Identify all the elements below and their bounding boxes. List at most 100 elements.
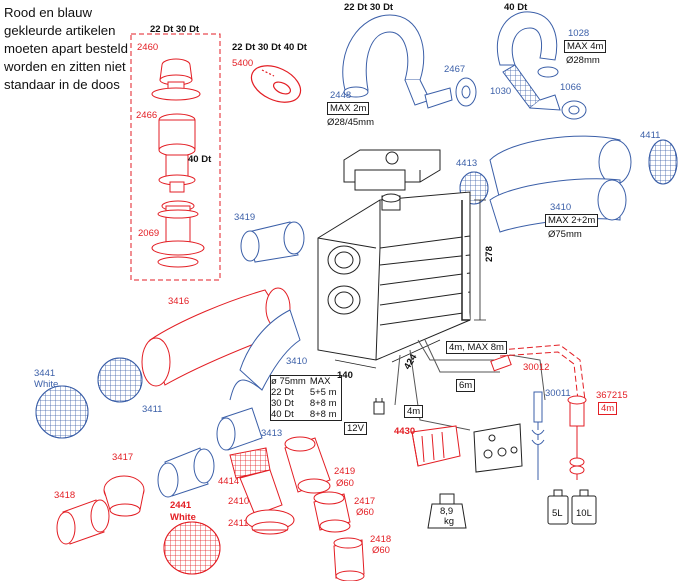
label-4411: 4411 [640,130,661,141]
silencer-2467 [424,77,477,109]
fuel-standpipe-367215 [567,395,587,480]
elbow-assembly-2410 [229,447,295,535]
spec-header-left: ø 75mm [271,376,306,387]
spec-dt: 22 Dt [271,387,294,398]
heater-unit [317,149,471,361]
label-3419: 3419 [234,212,256,223]
spec-len: 8+8 m [309,409,337,420]
label-3418: 3418 [54,490,76,501]
label-30012: 30012 [523,362,550,373]
label-2466: 2466 [136,110,158,121]
label-2467: 2467 [444,64,466,75]
order-note: Rood en blauw gekleurde artikelen moeten… [4,5,128,92]
power-plug-12v [373,398,385,415]
spec-dt: 30 Dt [271,398,294,409]
chimney-cap-2460 [151,58,201,101]
label-tank-5l: 5L [552,508,563,519]
label-2460: 2460 [137,42,159,53]
label-d28-45: Ø28/45mm [327,117,374,128]
control-cover-4430 [411,425,461,467]
connector-3413 [216,407,263,451]
label-4414: 4414 [218,476,240,487]
label-d28: Ø28mm [566,55,600,66]
label-2069: 2069 [138,228,160,239]
spec-header-right: MAX [309,376,331,387]
weight-icon [427,493,467,529]
label-3410-right: 3410 [550,202,572,213]
air-duct-3410-left [229,309,301,401]
label-3441: 3441 [34,368,56,379]
label-white-1: White [34,379,59,390]
label-run-4m-8m: 4m, MAX 8m [446,341,507,354]
connector-3419 [240,221,305,263]
fuel-standpipe-30011 [531,391,545,480]
spec-len: 8+8 m [309,398,337,409]
exhaust-hose-2448 [342,14,431,106]
spec-dt: 40 Dt [271,409,294,420]
label-4430: 4430 [394,426,416,437]
fuel-line-red [499,344,586,401]
duct-2419 [284,436,331,494]
label-12v: 12V [344,422,367,435]
dimension-lines [334,199,486,369]
label-2410: 2410 [228,496,250,507]
label-run-4m-red: 4m [598,402,618,415]
duct-2418 [333,537,365,581]
fuel-pump-30012 [490,354,512,372]
label-max-4m: MAX 4m [564,40,607,53]
label-run-6m: 6m [456,379,476,392]
label-5400: 5400 [232,58,254,69]
kit-frame [130,33,221,281]
label-2448: 2448 [330,90,352,101]
label-3411: 3411 [142,404,163,415]
label-1028: 1028 [568,28,590,39]
label-dt-40-top: 40 Dt [504,2,528,13]
label-run-4m: 4m [404,405,424,418]
duct-cap-red [103,475,145,517]
label-2441: 2441 [170,500,192,511]
chimney-2466 [158,113,196,193]
air-hose-1028 [496,11,561,111]
label-max-2p2: MAX 2+2m [545,214,599,227]
label-d60-2: Ø60 [356,507,374,518]
label-3416: 3416 [168,296,190,307]
grille-4411 [648,139,678,185]
duct-end-3418 [56,499,110,545]
label-white-2: White [170,512,196,523]
label-3417: 3417 [112,452,134,463]
label-dt-22-30-top: 22 Dt 30 Dt [344,2,394,13]
label-dt-22-30-left: 22 Dt 30 Dt [150,24,200,35]
spec-len: 5+5 m [309,387,337,398]
label-dt-22-30-40: 22 Dt 30 Dt 40 Dt [232,42,307,53]
label-dim-278: 278 [484,246,495,262]
grille-3441 [35,385,89,439]
label-dim-140: 140 [337,370,353,381]
label-30011: 30011 [545,388,571,399]
label-2418: 2418 [370,534,392,545]
chimney-extension-2069 [151,200,205,268]
label-weight-unit: kg [444,516,455,527]
label-d60-3: Ø60 [372,545,390,556]
label-2417: 2417 [354,496,376,507]
label-4413: 4413 [456,158,478,169]
fuel-tank-icons [547,489,597,525]
duct-3417 [157,447,215,498]
label-3410-left: 3410 [286,356,308,367]
label-1066: 1066 [560,82,582,93]
control-panel [473,423,523,473]
label-dt-40: 40 Dt [188,154,212,165]
label-2419: 2419 [334,466,356,477]
label-367215: 367215 [596,390,628,401]
air-duct-3416 [141,287,291,387]
label-weight: 8,9 [440,506,454,517]
label-3413: 3413 [261,428,283,439]
duct-2417 [313,491,351,533]
clamp-1066 [561,100,587,120]
label-2411: 2411 [228,518,249,529]
grille-3411 [97,357,143,403]
label-d60-1: Ø60 [336,478,354,489]
label-d75: Ø75mm [548,229,582,240]
